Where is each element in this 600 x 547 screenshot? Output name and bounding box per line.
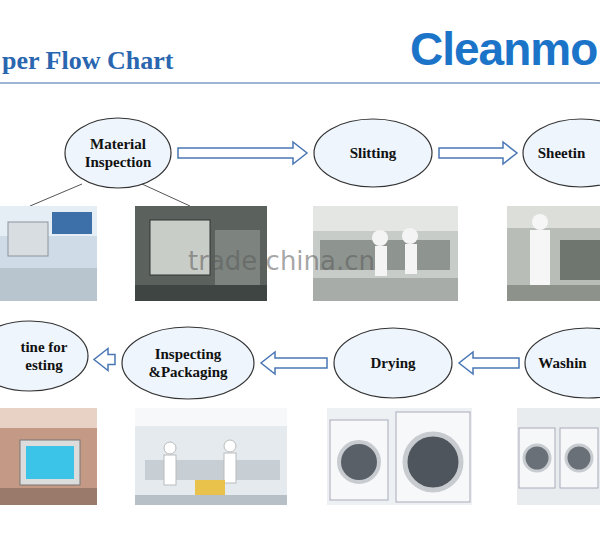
step-label: Slitting bbox=[350, 144, 397, 162]
title-rule bbox=[0, 82, 600, 84]
process-ellipse: Material Inspection bbox=[64, 117, 172, 189]
block-arrow bbox=[178, 142, 307, 164]
process-ellipse: Slitting bbox=[313, 118, 433, 188]
block-arrow bbox=[439, 142, 517, 164]
step-label: Material Inspection bbox=[76, 135, 160, 171]
ellipse-shape bbox=[65, 118, 171, 188]
ellipse-shape bbox=[523, 119, 600, 187]
ellipse-shape bbox=[334, 328, 452, 398]
ellipse-shape bbox=[122, 327, 254, 399]
process-ellipse: tine for esting bbox=[0, 320, 88, 392]
ellipse-shape bbox=[525, 328, 600, 398]
ellipse-outline bbox=[64, 117, 172, 189]
step-label: Inspecting &Packaging bbox=[133, 345, 243, 381]
company-logo: Cleanmo bbox=[410, 22, 597, 76]
chart-title: per Flow Chart bbox=[2, 46, 173, 76]
photo-lab bbox=[0, 206, 97, 301]
process-ellipse: Washin bbox=[525, 327, 600, 399]
photo-washers bbox=[517, 408, 600, 505]
process-ellipse: Drying bbox=[333, 327, 453, 399]
step-label: Washin bbox=[538, 354, 586, 372]
leader-line bbox=[142, 184, 190, 206]
block-arrow bbox=[261, 352, 327, 374]
photo-sheeting bbox=[507, 206, 600, 301]
block-arrow bbox=[459, 352, 519, 374]
step-label: tine for esting bbox=[12, 338, 76, 374]
ellipse-outline bbox=[121, 326, 255, 400]
step-label: Drying bbox=[371, 354, 416, 372]
step-label: Sheetin bbox=[538, 144, 586, 162]
block-arrow bbox=[94, 349, 115, 371]
leader-line bbox=[30, 184, 82, 206]
photo-cleanroom bbox=[135, 408, 287, 505]
photo-dryers bbox=[327, 408, 472, 505]
process-ellipse: Inspecting &Packaging bbox=[121, 326, 255, 400]
ellipse-shape bbox=[0, 321, 88, 391]
ellipse-shape bbox=[314, 119, 432, 187]
process-ellipse: Sheetin bbox=[523, 118, 600, 188]
photo-testing bbox=[0, 408, 97, 505]
ellipse-outline bbox=[0, 320, 88, 392]
watermark: trade.china.cn bbox=[188, 246, 375, 276]
